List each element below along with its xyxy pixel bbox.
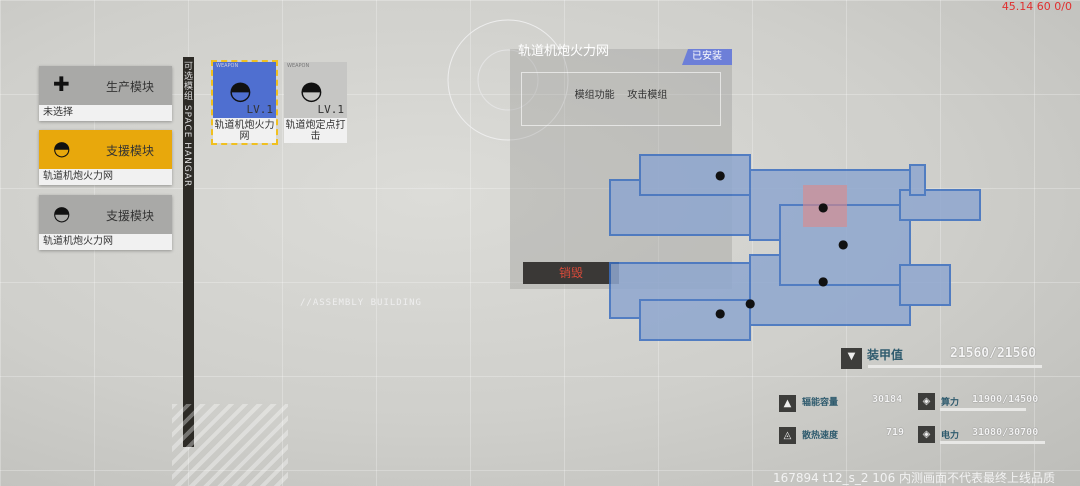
armor-label: 装甲值: [867, 348, 904, 362]
heat-value: 719: [886, 427, 905, 438]
dome-icon: ◓: [53, 136, 71, 160]
turret-icons: ● ● ● ● ● ●: [715, 168, 848, 320]
ship-blueprint[interactable]: ● ● ● ● ● ●: [600, 145, 990, 350]
svg-text:●: ●: [818, 274, 828, 288]
installed-badge: 已安装: [682, 49, 732, 65]
dome-icon: ◓: [229, 76, 252, 106]
selected-slot-highlight: [803, 185, 847, 227]
module-name: 轨道机炮火力网: [39, 169, 172, 185]
module-slot-production[interactable]: ✚ 生产模块 未选择: [39, 66, 172, 121]
svg-text:●: ●: [838, 237, 848, 251]
svg-text:●: ●: [715, 168, 725, 182]
svg-text:●: ●: [745, 296, 755, 310]
card-name: 轨道机炮火力网: [213, 118, 276, 143]
module-card-selected[interactable]: WEAPON ◓LV.1 轨道机炮火力网: [211, 60, 278, 145]
card-tag: WEAPON: [216, 63, 239, 69]
module-type: 支援模块: [105, 144, 154, 158]
hatch-decor: [172, 404, 288, 486]
compute-value: 11900/14500: [972, 394, 1039, 405]
heat-icon: ◬: [779, 427, 796, 444]
svg-text:●: ●: [818, 200, 828, 214]
module-type: 支援模块: [105, 209, 154, 223]
dome-icon: ◓: [53, 201, 71, 225]
module-name: 未选择: [39, 105, 172, 121]
destroy-button[interactable]: 销毁: [523, 262, 619, 284]
module-slot-support-1[interactable]: ◓ 支援模块 轨道机炮火力网: [39, 130, 172, 185]
card-level: LV.1: [246, 103, 274, 116]
heat-label: 散热速度: [802, 431, 839, 441]
flux-icon: ▲: [779, 395, 796, 412]
function-value: 攻击模组: [627, 90, 668, 101]
power-value: 31080/30700: [972, 427, 1039, 438]
build-watermark: 167894 t12_s_2 106 内测画面不代表最终上线品质: [773, 471, 1056, 485]
compute-bar: [940, 408, 1026, 411]
hangar-sidebar: 可选模组 SPACE HANGAR: [182, 57, 194, 447]
function-box: 模组功能 攻击模组: [521, 72, 721, 126]
flux-value: 30184: [872, 394, 903, 405]
flux-label: 辐能容量: [802, 398, 839, 408]
module-name: 轨道机炮火力网: [39, 234, 172, 250]
debug-readout: 45.14 60 0/0: [1001, 0, 1072, 13]
assembly-label: //ASSEMBLY BUILDING: [300, 298, 422, 308]
power-icon: ◈: [918, 426, 935, 443]
module-type: 生产模块: [105, 80, 154, 94]
power-label: 电力: [941, 431, 960, 441]
card-tag: WEAPON: [287, 63, 310, 69]
card-name: 轨道炮定点打击: [284, 118, 347, 143]
detail-title: 轨道机炮火力网: [518, 44, 610, 59]
compute-label: 算力: [941, 398, 960, 408]
armor-icon: ▼: [841, 348, 862, 369]
power-bar: [940, 441, 1045, 444]
decor-circle: [447, 19, 569, 141]
function-label: 模组功能: [574, 90, 615, 101]
dome-icon: ◓: [300, 76, 323, 106]
armor-value: 21560/21560: [950, 346, 1037, 361]
module-card[interactable]: WEAPON ◓LV.1 轨道炮定点打击: [284, 62, 347, 143]
svg-text:●: ●: [715, 306, 725, 320]
plus-icon: ✚: [53, 72, 70, 96]
compute-icon: ◈: [918, 393, 935, 410]
hangar-label: 可选模组 SPACE HANGAR: [182, 61, 192, 188]
armor-bar: [868, 365, 1042, 368]
module-slot-support-2[interactable]: ◓ 支援模块 轨道机炮火力网: [39, 195, 172, 250]
card-level: LV.1: [317, 103, 345, 116]
